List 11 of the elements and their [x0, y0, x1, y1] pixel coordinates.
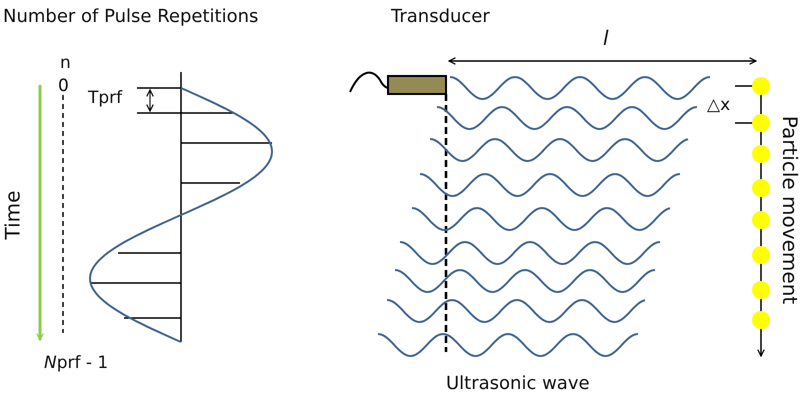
axis-label: 0: [58, 78, 69, 95]
caption-label: Ultrasonic wave: [446, 375, 590, 393]
axis-title: Particle movement: [780, 116, 800, 304]
heading: Number of Pulse Repetitions: [3, 8, 258, 26]
axis-title: Time: [2, 190, 22, 240]
interval-label: Tprf: [88, 90, 122, 107]
axis-label: n: [60, 55, 71, 72]
dimension-label: l: [603, 28, 609, 48]
axis-label: Nprf - 1: [44, 355, 108, 372]
heading: Transducer: [391, 8, 490, 26]
spacing-label: △x: [707, 97, 730, 114]
